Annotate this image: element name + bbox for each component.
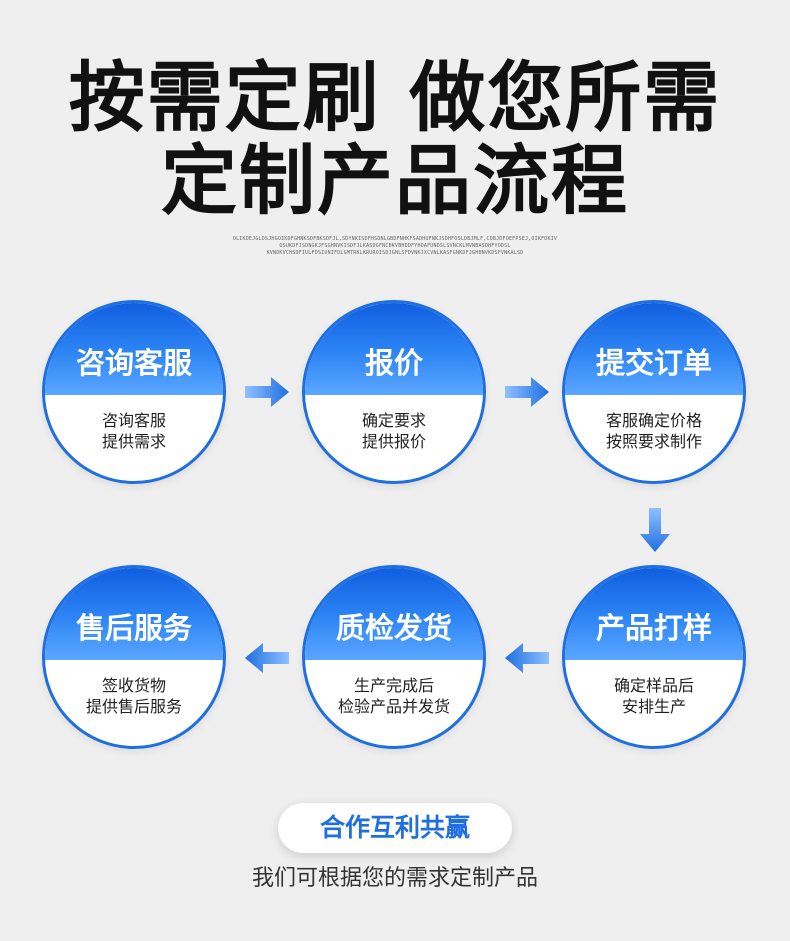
fine-print-line: OSUKDFJSDNGKJFSGHNVKISDFJLKASDGFNCBKVBHD… <box>279 243 511 249</box>
fine-print-line: KVNDKVCHSDFIULFDSIUNIFDLGMTRKLKRUROISDJG… <box>266 250 524 256</box>
fine-print-line: OLIKDEJGLDSJHGOIKDFGHNKSDFBKSDFJL,SDYNKI… <box>232 236 558 242</box>
step-desc-line2: 提供报价 <box>361 432 426 451</box>
arrow-down-icon <box>640 508 670 552</box>
step-desc-line1: 生产完成后 <box>353 676 434 695</box>
step-submit-order: 提交订单 客服确定价格 按照要求制作 <box>562 300 746 484</box>
step-title: 售后服务 <box>75 611 192 645</box>
cooperation-badge: 合作互利共赢 <box>278 803 512 853</box>
arrow-left-icon <box>245 643 289 673</box>
step-desc-line1: 确定要求 <box>361 411 426 430</box>
step-consult: 咨询客服 咨询客服 提供需求 <box>42 300 226 484</box>
step-desc-line2: 安排生产 <box>621 697 686 716</box>
step-after-sales: 售后服务 签收货物 提供售后服务 <box>42 565 226 749</box>
arrow-right-icon <box>245 377 289 407</box>
step-desc-line2: 按照要求制作 <box>605 432 702 451</box>
page-title-line2: 定制产品流程 <box>161 136 629 225</box>
step-desc-line2: 检验产品并发货 <box>337 697 450 716</box>
step-desc-line2: 提供需求 <box>101 432 166 451</box>
step-desc-line2: 提供售后服务 <box>85 697 182 716</box>
step-desc-line1: 客服确定价格 <box>605 411 702 430</box>
step-desc-line1: 咨询客服 <box>101 411 166 430</box>
step-quote: 报价 确定要求 提供报价 <box>302 300 486 484</box>
step-desc-line1: 签收货物 <box>101 676 166 695</box>
step-title: 咨询客服 <box>75 346 192 380</box>
step-title: 提交订单 <box>595 346 712 380</box>
step-title: 报价 <box>364 346 423 380</box>
step-title: 质检发货 <box>335 611 452 645</box>
step-title: 产品打样 <box>595 611 712 645</box>
arrow-right-icon <box>505 377 549 407</box>
step-desc-line1: 确定样品后 <box>613 676 694 695</box>
arrow-left-icon <box>505 643 549 673</box>
page-title-line1: 按需定刷 做您所需 <box>68 53 722 142</box>
step-inspect-ship: 质检发货 生产完成后 检验产品并发货 <box>302 565 486 749</box>
footer-tagline: 我们可根据您的需求定制产品 <box>251 866 538 891</box>
step-sample: 产品打样 确定样品后 安排生产 <box>562 565 746 749</box>
